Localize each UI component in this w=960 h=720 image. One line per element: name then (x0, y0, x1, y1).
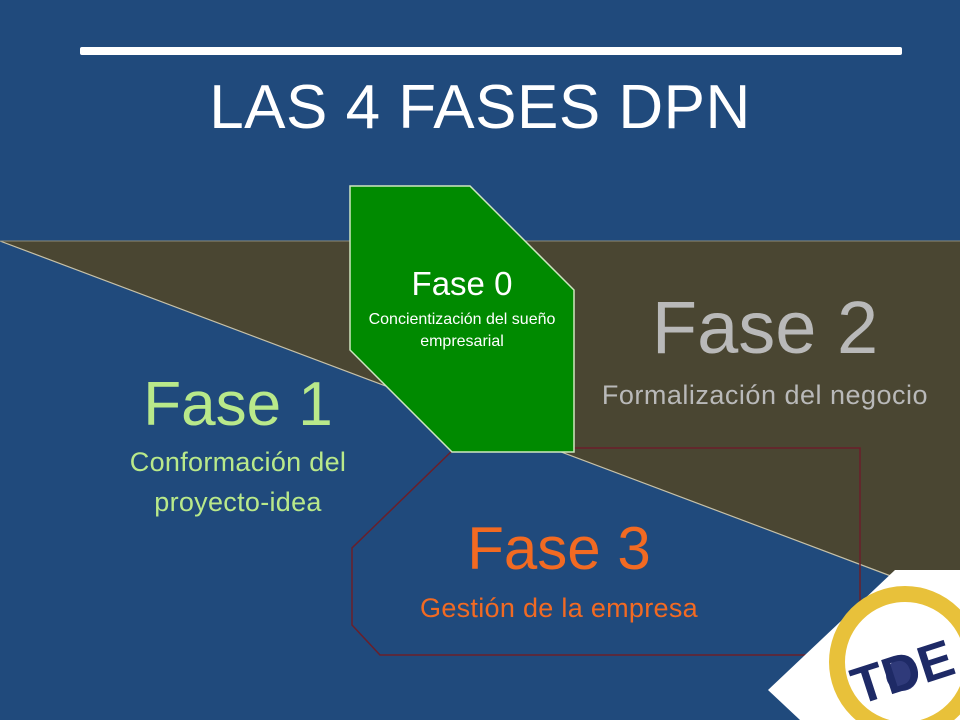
fase1-label: Fase 1 Conformación del proyecto-idea (80, 370, 396, 522)
fase1-heading: Fase 1 (143, 370, 333, 439)
fase2-subtitle: Formalización del negocio (601, 380, 929, 410)
fase0-subtitle: Concientización del sueño empresarial (368, 311, 556, 350)
title-rule (80, 47, 902, 55)
fase3-label: Fase 3 Gestión de la empresa (370, 513, 748, 627)
fase3-subtitle: Gestión de la empresa (420, 593, 698, 623)
tde-logo: TDE (768, 570, 960, 720)
fase0-shape (349, 185, 575, 453)
fase3-heading: Fase 3 (467, 515, 651, 582)
logo-globe-icon (886, 659, 918, 691)
fase1-subtitle: Conformación del proyecto-idea (129, 447, 347, 517)
fase0-heading: Fase 0 (411, 265, 513, 302)
fase2-label: Fase 2 Formalización del negocio (590, 287, 940, 415)
fase2-heading: Fase 2 (651, 286, 879, 369)
fase3-shape (351, 447, 861, 656)
page-title: LAS 4 FASES DPN (209, 73, 751, 142)
fase0-label: Fase 0 Concientización del sueño empresa… (350, 265, 574, 353)
